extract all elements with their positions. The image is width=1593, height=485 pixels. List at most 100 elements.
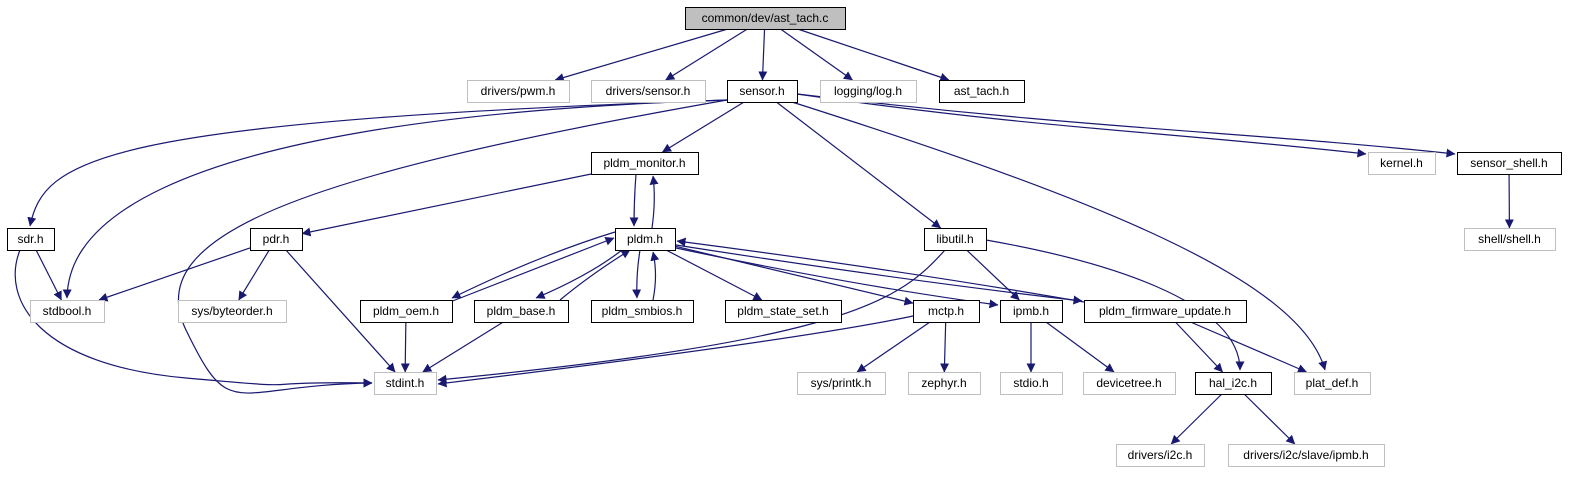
- node-box: [374, 372, 437, 395]
- node-sdr[interactable]: sdr.h: [7, 228, 55, 251]
- node-box: [1000, 372, 1063, 395]
- node-label: zephyr.h: [921, 376, 966, 390]
- node-label: libutil.h: [936, 232, 973, 246]
- node-pldm-oem[interactable]: pldm_oem.h: [360, 300, 453, 323]
- node-box: [797, 372, 886, 395]
- node-label: drivers/i2c/slave/ipmb.h: [1243, 448, 1368, 462]
- edge-root-to-log: [780, 28, 853, 81]
- node-shell: shell/shell.h: [1464, 228, 1556, 251]
- node-label: pldm.h: [627, 232, 663, 246]
- node-box: [725, 300, 842, 323]
- edge-sensor-to-kernel: [796, 93, 1367, 158]
- node-box: [591, 300, 694, 323]
- node-box: [1195, 372, 1272, 395]
- node-label: pdr.h: [263, 232, 290, 246]
- edge-hal_i2c-to-slave_ipmb: [1243, 393, 1296, 445]
- edge-pldm-to-ipmb: [675, 247, 999, 309]
- node-mctp[interactable]: mctp.h: [913, 300, 980, 323]
- edge-sdr-to-stdint: [14, 249, 373, 388]
- edge-sensor-to-pldm_monitor: [662, 101, 745, 153]
- node-label: sensor_shell.h: [1470, 156, 1547, 170]
- node-di2c: drivers/i2c.h: [1116, 444, 1205, 467]
- node-pldm-monitor[interactable]: pldm_monitor.h: [591, 152, 699, 175]
- node-box: [908, 372, 981, 395]
- node-asttach[interactable]: ast_tach.h: [939, 80, 1025, 103]
- node-sensor[interactable]: sensor.h: [727, 80, 798, 103]
- edge-libutil-to-ipmb: [966, 249, 1020, 301]
- node-plat-def: plat_def.h: [1294, 372, 1371, 395]
- edge-sensor-to-plat_def: [791, 101, 1328, 371]
- node-label: plat_def.h: [1306, 376, 1359, 390]
- node-pldm-fw[interactable]: pldm_firmware_update.h: [1084, 300, 1247, 323]
- node-box: [178, 300, 287, 323]
- edge-pldm_monitor-to-pdr: [301, 173, 592, 237]
- node-box: [7, 228, 55, 251]
- node-label: pldm_oem.h: [373, 304, 439, 318]
- edge-mctp-to-printk: [856, 321, 931, 373]
- edge-root-to-asttach: [797, 28, 950, 82]
- edge-sensor-to-sdr: [27, 99, 728, 227]
- node-label: sensor.h: [739, 84, 784, 98]
- node-label: drivers/pwm.h: [481, 84, 556, 98]
- edge-hal_i2c-to-di2c: [1170, 393, 1223, 445]
- node-box: [591, 80, 706, 103]
- node-pdr[interactable]: pdr.h: [250, 228, 303, 251]
- edge-root-to-pwm: [554, 28, 728, 82]
- edge-pldm_fw-to-pldm: [676, 237, 1085, 303]
- node-pwm: drivers/pwm.h: [467, 80, 570, 103]
- node-box: [360, 300, 453, 323]
- edge-pldm_oem-to-pldm: [449, 236, 615, 303]
- node-dsensor: drivers/sensor.h: [591, 80, 706, 103]
- node-box: [467, 80, 570, 103]
- node-box: [685, 7, 846, 30]
- node-sensor-shell[interactable]: sensor_shell.h: [1457, 152, 1562, 175]
- node-box: [1083, 372, 1176, 395]
- edge-layer: [14, 28, 1514, 445]
- node-box: [820, 80, 917, 103]
- edge-pldm-to-pldm_monitor: [649, 175, 659, 229]
- edge-sensor-to-sensor_shell: [796, 93, 1456, 158]
- node-label: shell/shell.h: [1478, 232, 1541, 246]
- node-label: ast_tach.h: [954, 84, 1009, 98]
- node-kernel: kernel.h: [1368, 152, 1436, 175]
- node-box: [1457, 152, 1562, 175]
- node-pldm[interactable]: pldm.h: [615, 228, 676, 251]
- node-box: [1368, 152, 1436, 175]
- edge-pldm-to-pldm_state_set: [665, 249, 763, 301]
- node-root[interactable]: common/dev/ast_tach.c: [685, 7, 846, 30]
- node-box: [1464, 228, 1556, 251]
- node-box: [1000, 300, 1063, 323]
- node-box: [1116, 444, 1205, 467]
- node-libutil[interactable]: libutil.h: [924, 228, 987, 251]
- node-ipmb[interactable]: ipmb.h: [1000, 300, 1063, 323]
- edge-pldm_base-to-pldm: [559, 249, 631, 301]
- node-box: [1084, 300, 1247, 323]
- edge-pldm_smbios-to-pldm: [650, 251, 660, 301]
- node-box: [913, 300, 980, 323]
- node-pldm-smbios[interactable]: pldm_smbios.h: [591, 300, 694, 323]
- node-box: [30, 300, 105, 323]
- edge-pldm-to-pldm_base: [535, 249, 623, 299]
- node-hal-i2c[interactable]: hal_i2c.h: [1195, 372, 1272, 395]
- edge-pldm_oem-to-stdint: [400, 321, 410, 373]
- edge-root-to-sensor: [758, 28, 768, 81]
- edge-sensor-to-stdint: [177, 99, 728, 394]
- node-label: logging/log.h: [834, 84, 902, 98]
- node-label: sdr.h: [17, 232, 43, 246]
- node-label: ipmb.h: [1013, 304, 1049, 318]
- node-pldm-base[interactable]: pldm_base.h: [474, 300, 569, 323]
- node-pldm-state-set[interactable]: pldm_state_set.h: [725, 300, 842, 323]
- node-box: [727, 80, 798, 103]
- edge-pldm_fw-to-plat_def: [1190, 321, 1307, 373]
- node-devicetree: devicetree.h: [1083, 372, 1176, 395]
- node-label: common/dev/ast_tach.c: [702, 11, 829, 25]
- node-label: pldm_monitor.h: [603, 156, 685, 170]
- node-box: [474, 300, 569, 323]
- node-slave-ipmb: drivers/i2c/slave/ipmb.h: [1228, 444, 1385, 467]
- node-label: sys/printk.h: [811, 376, 872, 390]
- edge-ipmb-to-devicetree: [1045, 321, 1115, 373]
- node-label: pldm_base.h: [487, 304, 556, 318]
- edge-libutil-to-hal_i2c: [985, 239, 1245, 371]
- edge-pldm-to-pldm_fw: [675, 244, 1083, 305]
